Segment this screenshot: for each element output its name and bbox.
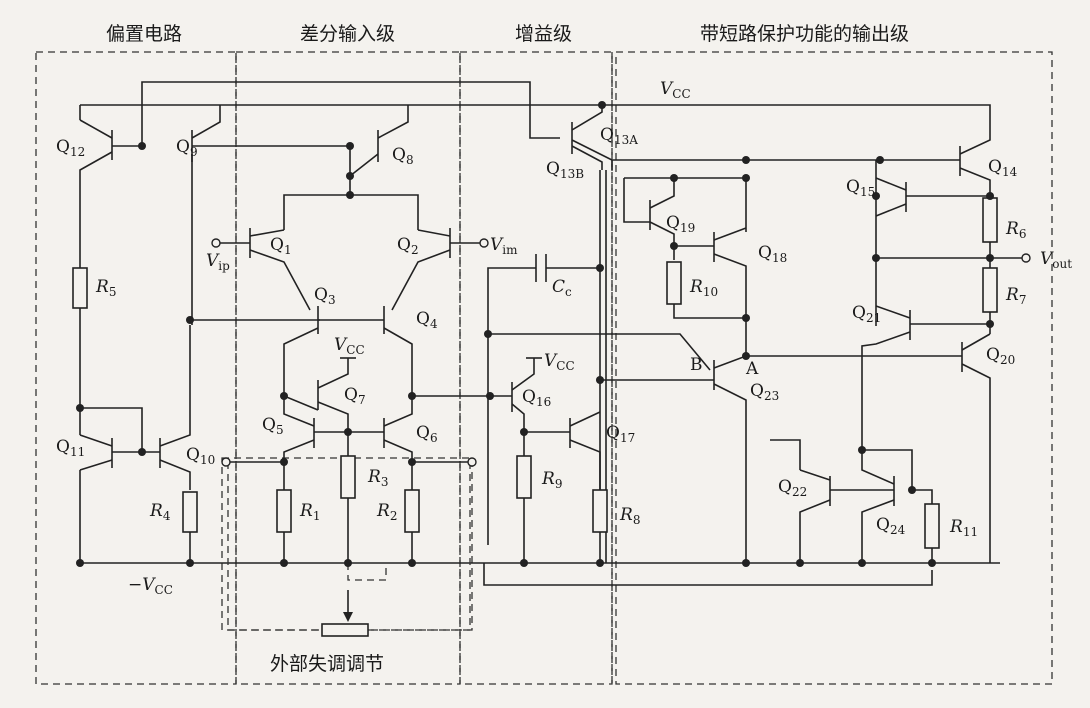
r5-label: R5: [95, 277, 116, 299]
q24-label: Q24: [876, 515, 906, 537]
q9-label: Q9: [176, 137, 198, 159]
node-b-label: B: [690, 355, 703, 375]
q19-label: Q19: [666, 213, 695, 235]
q13b-label: Q13B: [546, 159, 584, 181]
r1: [276, 489, 292, 533]
vip-terminal[interactable]: [211, 238, 221, 248]
r3: [340, 455, 356, 499]
bias-dots: [76, 142, 194, 567]
q12-label: Q12: [56, 137, 85, 159]
q10-label: Q10: [186, 445, 215, 467]
r9-label: R9: [541, 469, 562, 491]
r6: [982, 197, 998, 243]
vim-label: Vim: [490, 235, 518, 257]
q13a-label: Q13A: [600, 125, 638, 147]
vee-label: −VCC: [128, 575, 173, 597]
r5: [72, 267, 88, 309]
q3-label: Q3: [314, 285, 336, 307]
q5-label: Q5: [262, 415, 284, 437]
q1-label: Q1: [270, 235, 292, 257]
output-dots: [670, 156, 1031, 567]
r1-label: R1: [299, 501, 320, 523]
r8-label: R8: [619, 505, 640, 527]
node-a-label: A: [745, 359, 759, 379]
r3-label: R3: [367, 467, 388, 489]
offset-terminal-right[interactable]: [467, 457, 477, 467]
q11-label: Q11: [56, 437, 85, 459]
diff-dots: [211, 142, 489, 567]
r4-label: R4: [149, 501, 171, 523]
output-title: 带短路保护功能的输出级: [700, 23, 909, 45]
r9: [516, 455, 532, 499]
offset-wiper-wire: [347, 563, 387, 581]
r10: [666, 261, 682, 305]
q18-label: Q18: [758, 243, 787, 265]
r8: [592, 489, 608, 533]
offset-potentiometer: [321, 623, 369, 637]
r7-label: R7: [1005, 285, 1026, 307]
output-box: [615, 51, 1053, 685]
vcc-rail: [80, 104, 991, 120]
vout-terminal[interactable]: [1021, 253, 1031, 263]
output-circuit: [600, 120, 1024, 563]
vcc-q16-label: VCC: [544, 351, 575, 373]
q20-label: Q20: [986, 345, 1015, 367]
r7: [982, 267, 998, 313]
gain-box: [459, 51, 613, 685]
r2-label: R2: [376, 501, 397, 523]
gain-circuit: [487, 105, 711, 563]
q7-label: Q7: [344, 385, 366, 407]
offset-terminal-left[interactable]: [221, 457, 231, 467]
r10-label: R10: [689, 277, 718, 299]
q16-label: Q16: [522, 387, 551, 409]
q23-label: Q23: [750, 381, 779, 403]
bias-title: 偏置电路: [106, 23, 182, 45]
r11-label: R11: [949, 517, 978, 539]
q15-label: Q15: [846, 177, 875, 199]
diff-circuit: [218, 105, 490, 637]
vout-label: Vout: [1040, 249, 1072, 271]
vcc-top-label: VCC: [660, 79, 691, 101]
vim-terminal[interactable]: [479, 238, 489, 248]
q22-label: Q22: [778, 477, 807, 499]
q2-label: Q2: [397, 235, 419, 257]
vip-label: Vip: [206, 251, 230, 273]
q17-label: Q17: [606, 423, 635, 445]
cc-label: Cc: [552, 277, 572, 299]
r4: [182, 491, 198, 533]
r6-label: R6: [1005, 219, 1026, 241]
r11: [924, 503, 940, 549]
gain-title: 增益级: [515, 23, 572, 45]
r2: [404, 489, 420, 533]
vcc-q7-label: VCC: [334, 335, 365, 357]
diff-title: 差分输入级: [300, 23, 395, 45]
offset-title: 外部失调调节: [270, 653, 384, 675]
q8-label: Q8: [392, 145, 414, 167]
q6-label: Q6: [416, 423, 438, 445]
bias-circuit: [72, 81, 560, 563]
q14-label: Q14: [988, 157, 1018, 179]
q4-label: Q4: [416, 309, 438, 331]
